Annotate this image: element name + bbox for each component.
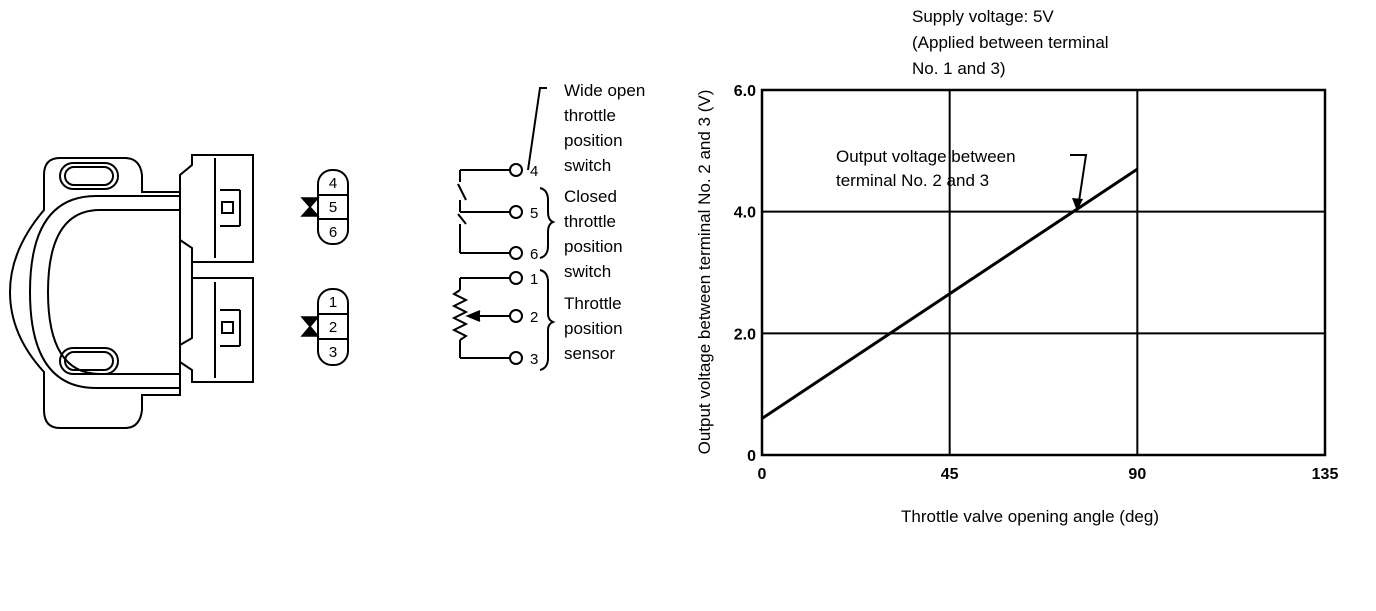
label-line: position	[564, 237, 623, 256]
terminal-icon	[509, 309, 523, 323]
pin-label: 2	[329, 319, 337, 336]
pin-label: 6	[329, 224, 337, 241]
circuit-schematic	[451, 87, 556, 371]
grid-lines	[762, 90, 1325, 455]
series-line	[761, 167, 1139, 420]
terminal-label: 5	[530, 205, 538, 222]
sensor-label: Throttle position sensor	[564, 294, 623, 363]
pin-label: 5	[329, 199, 337, 216]
y-tick-label: 4.0	[734, 205, 756, 222]
label-line: position	[564, 131, 623, 150]
x-tick-label: 0	[758, 466, 767, 483]
label-line: throttle	[564, 106, 616, 125]
y-tick-label: 6.0	[734, 83, 756, 100]
callout-line: Output voltage between	[836, 147, 1016, 166]
label-line: Closed	[564, 187, 617, 206]
callout-leader	[1070, 154, 1088, 209]
sensor-body-drawing	[8, 154, 254, 429]
output-voltage-chart: 0 45 90 135 0 2.0 4.0 6.0 Throttle valve openi…	[695, 83, 1338, 526]
connector-upper: 4 5 6	[300, 169, 349, 245]
label-line: switch	[564, 262, 611, 281]
terminal-label: 1	[530, 271, 538, 288]
lock-tab-icon	[300, 316, 320, 337]
terminal-icon	[509, 271, 523, 285]
x-axis-title: Throttle valve opening angle (deg)	[901, 507, 1159, 526]
x-tick-labels: 0 45 90 135	[758, 466, 1339, 483]
label-line: throttle	[564, 212, 616, 231]
label-line: position	[564, 319, 623, 338]
pin-label: 3	[329, 344, 337, 361]
note-line: No. 1 and 3)	[912, 59, 1006, 78]
terminal-label: 4	[530, 163, 538, 180]
connector-lower: 1 2 3	[300, 288, 349, 366]
label-line: Wide open	[564, 81, 645, 100]
y-axis-title: Output voltage between terminal No. 2 an…	[695, 90, 714, 455]
pin-label: 4	[329, 175, 337, 192]
y-tick-labels: 0 2.0 4.0 6.0	[734, 83, 756, 465]
terminal-icon	[509, 351, 523, 365]
y-tick-label: 2.0	[734, 326, 756, 343]
label-line: switch	[564, 156, 611, 175]
supply-voltage-note: Supply voltage: 5V (Applied between term…	[912, 7, 1109, 78]
arrow-icon	[1072, 198, 1083, 211]
resistor-icon	[451, 289, 469, 341]
note-line: Supply voltage: 5V	[912, 7, 1054, 26]
terminal-icon	[509, 246, 523, 260]
x-tick-label: 45	[941, 466, 959, 483]
schematic-terminal-labels: 4 5 6 1 2 3	[530, 163, 538, 368]
series-lines	[761, 167, 1139, 420]
y-tick-label: 0	[747, 448, 756, 465]
output-callout: Output voltage between terminal No. 2 an…	[836, 147, 1088, 211]
label-line: sensor	[564, 344, 615, 363]
x-tick-label: 90	[1128, 466, 1146, 483]
pin-label: 1	[329, 294, 337, 311]
callout-line: terminal No. 2 and 3	[836, 171, 989, 190]
terminal-label: 2	[530, 309, 538, 326]
lock-tab-icon	[300, 197, 320, 217]
terminal-label: 3	[530, 351, 538, 368]
wide-open-switch-label: Wide open throttle position switch	[564, 81, 645, 175]
label-line: Throttle	[564, 294, 622, 313]
terminal-icon	[509, 205, 523, 219]
plot-frame	[760, 88, 1327, 457]
closed-switch-label: Closed throttle position switch	[564, 187, 623, 281]
note-line: (Applied between terminal	[912, 33, 1109, 52]
x-tick-label: 135	[1312, 466, 1339, 483]
terminal-icon	[509, 163, 523, 177]
terminal-label: 6	[530, 246, 538, 263]
